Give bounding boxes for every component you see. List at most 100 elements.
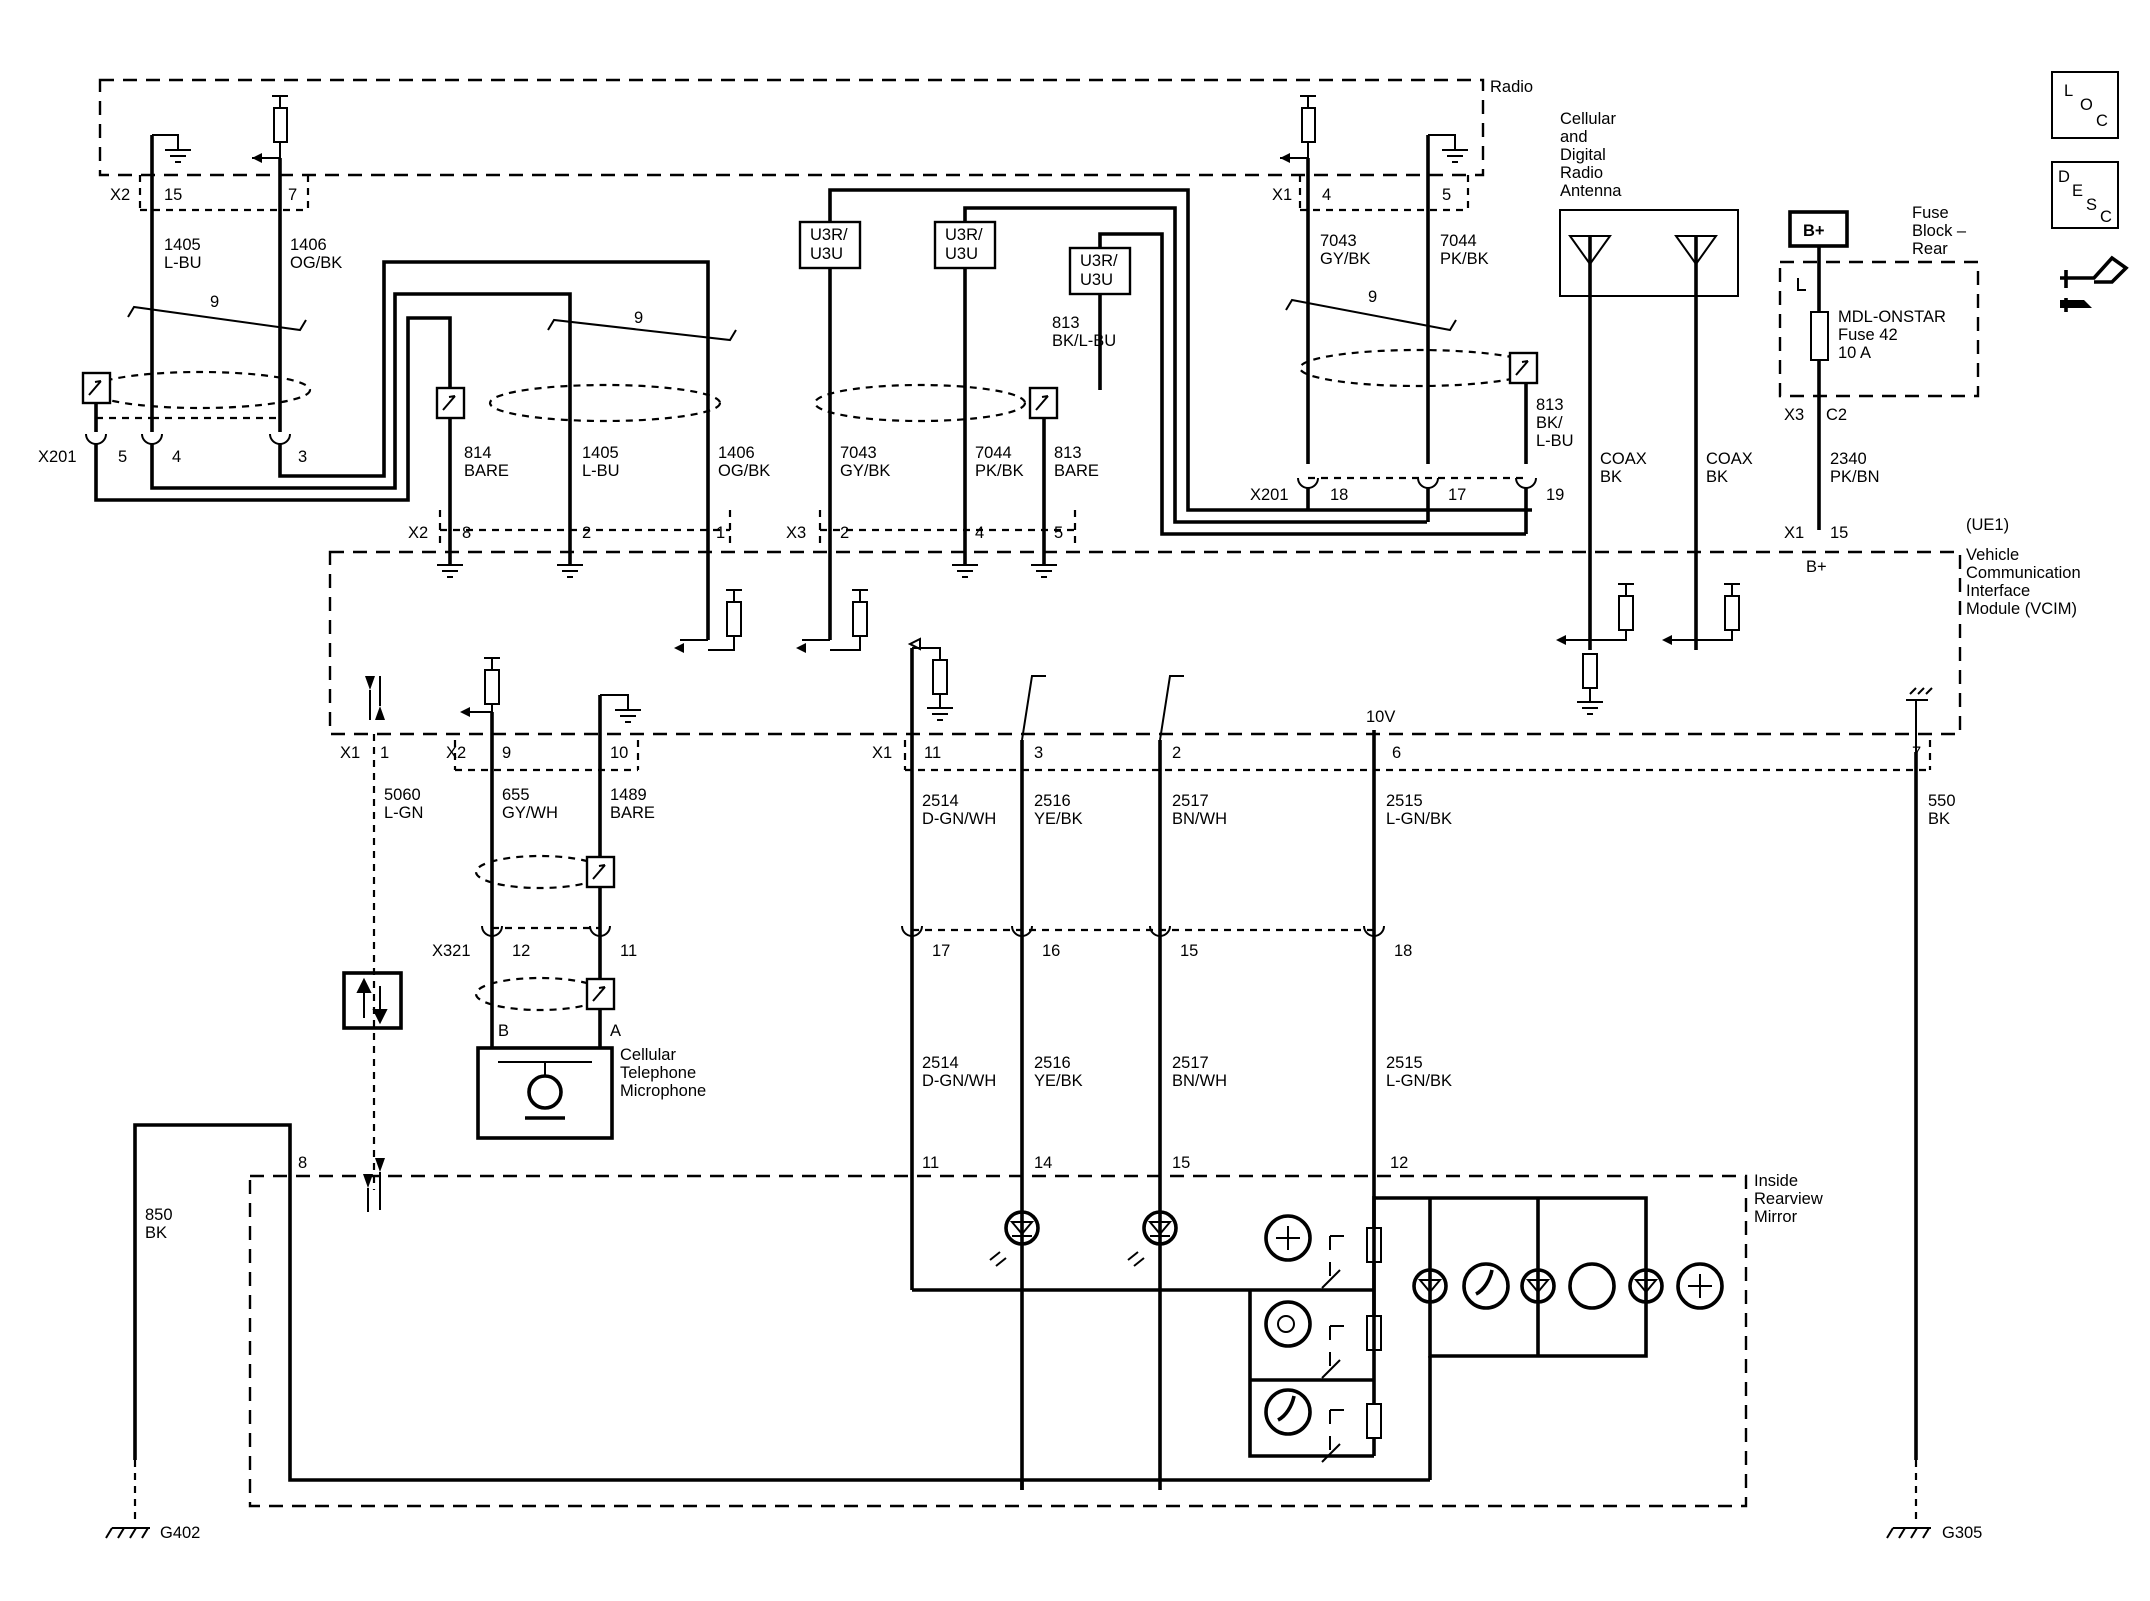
variant-box: U3R/ U3U (1068, 246, 1132, 296)
wire-label: OG/BK (290, 254, 342, 272)
pin-label: 4 (1322, 186, 1331, 204)
wire-label: 2515 (1386, 1054, 1423, 1072)
vcim-text: Interface (1966, 582, 2030, 600)
pin-label: 18 (1394, 942, 1412, 960)
pin-label: 3 (298, 448, 307, 466)
antenna-text: Digital (1560, 146, 1606, 164)
wire-label: BN/WH (1172, 810, 1227, 828)
wire-label: L-BU (164, 254, 202, 272)
twist-label: 9 (1368, 288, 1377, 306)
serial-data-line: 5060 L-GN (342, 734, 423, 1212)
vcim-text: Vehicle (1966, 546, 2019, 564)
pin-label: 2 (840, 524, 849, 542)
wire-label: 7044 (1440, 232, 1477, 250)
wire-label: PK/BK (1440, 250, 1489, 268)
pin-label: 4 (975, 524, 984, 542)
antenna-text: Cellular (1560, 110, 1616, 128)
icon-letter: C (2096, 112, 2108, 130)
pin-label: 9 (502, 744, 511, 762)
pin-label: A (610, 1022, 621, 1040)
tools-icon[interactable] (2060, 255, 2129, 312)
inside-rearview-mirror: Inside Rearview Mirror 8 11 14 15 12 (133, 1123, 1823, 1508)
pin-label: 15 (1172, 1154, 1190, 1172)
x201-label: X201 (38, 448, 77, 466)
pin-label: 1 (716, 524, 725, 542)
ground-label: G402 (160, 1524, 200, 1542)
onstar-button-icon[interactable] (1264, 1214, 1312, 1262)
connector-label: X1 (872, 744, 892, 762)
pin-label: 8 (462, 524, 471, 542)
twist-label: 9 (634, 309, 643, 327)
connector-label: X2 (408, 524, 428, 542)
wire-label: 2517 (1172, 1054, 1209, 1072)
wire-label: D-GN/WH (922, 1072, 996, 1090)
led-icon (1127, 1210, 1178, 1267)
variant-text: U3U (945, 245, 978, 263)
fuse-block-text: Block – (1912, 222, 1967, 240)
pin-label: 15 (164, 186, 182, 204)
onstar-advisor-button-icon[interactable] (1264, 1300, 1312, 1348)
wire-label: 813 (1536, 396, 1564, 414)
antenna-text: Antenna (1560, 182, 1622, 200)
pin-label: 12 (512, 942, 530, 960)
serial-data-icon (342, 971, 403, 1030)
ground-label: G305 (1942, 1524, 1982, 1542)
icon-letter: O (2080, 96, 2093, 114)
connector-label: X321 (432, 942, 471, 960)
pin-label: 5 (118, 448, 127, 466)
fuse-block: B+ Fuse Block – Rear MDL-ONSTAR Fuse 42 … (1778, 204, 1980, 576)
ground-wires: 850 BK G402 550 BK G305 (105, 700, 1982, 1542)
loc-icon[interactable]: L O C (2051, 71, 2119, 139)
wire-label: L-GN/BK (1386, 1072, 1452, 1090)
onstar-cross-icon (1676, 1262, 1724, 1310)
wire-label: 2516 (1034, 792, 1071, 810)
pin-label: 18 (1330, 486, 1348, 504)
wire-label: 1405 (582, 444, 619, 462)
led-icon (1412, 1268, 1448, 1304)
ground-symbol (437, 564, 1057, 578)
mirror-signal-wires: 17 16 15 18 2514 D-GN/WH 2516 YE/BK 2517… (901, 648, 1452, 1490)
mirror-text: Mirror (1754, 1208, 1798, 1226)
pin-label: 4 (172, 448, 181, 466)
pin-label: 17 (1448, 486, 1466, 504)
onstar-indicator-icon (1568, 1262, 1616, 1310)
desc-icon[interactable]: D E S C (2051, 161, 2119, 229)
wire-label: 813 (1054, 444, 1082, 462)
wire-label: 1406 (718, 444, 755, 462)
led-icon (989, 1210, 1040, 1267)
radio-x2-label: X2 (110, 186, 130, 204)
pin-label: 11 (620, 942, 637, 960)
wire-label: BK (145, 1224, 167, 1242)
icon-letter: D (2058, 168, 2070, 186)
wire-label: BARE (610, 804, 655, 822)
wire-label: L-GN/BK (1386, 810, 1452, 828)
pin-label: 17 (932, 942, 950, 960)
middle-harness: 9 814 BARE 1405 L-BU 1406 OG/BK U3R/ U3U… (435, 188, 1532, 640)
wire-label: BK (1600, 468, 1622, 486)
wire-label: 655 (502, 786, 530, 804)
wire-label: BK/ (1536, 414, 1563, 432)
wire-label: BN/WH (1172, 1072, 1227, 1090)
wire-label: COAX (1600, 450, 1647, 468)
icon-letter: C (2100, 208, 2112, 226)
wire-label: BARE (464, 462, 509, 480)
wire-label: 2515 (1386, 792, 1423, 810)
pin-label: 2 (1172, 744, 1181, 762)
wire-label: 7043 (1320, 232, 1357, 250)
antenna-text: Radio (1560, 164, 1603, 182)
wire-label: COAX (1706, 450, 1753, 468)
phone-button-icon[interactable] (1264, 1388, 1312, 1436)
pin-label: 14 (1034, 1154, 1052, 1172)
pin-label: 7 (288, 186, 297, 204)
battery-label: B+ (1803, 222, 1825, 240)
radio-left-harness: 1405 L-BU 1406 OG/BK 9 X201 5 4 3 (38, 135, 710, 640)
radio-module: Radio X2 15 7 X1 4 5 (98, 78, 1533, 212)
connector-label: X1 (340, 744, 360, 762)
connector-label: X1 (1784, 524, 1804, 542)
variant-text: U3R/ (1080, 252, 1118, 270)
radio-label: Radio (1490, 78, 1533, 96)
wire-label: GY/WH (502, 804, 558, 822)
variant-box: U3R/ U3U (798, 220, 862, 270)
wire-label: BARE (1054, 462, 1099, 480)
wire-label: YE/BK (1034, 810, 1083, 828)
